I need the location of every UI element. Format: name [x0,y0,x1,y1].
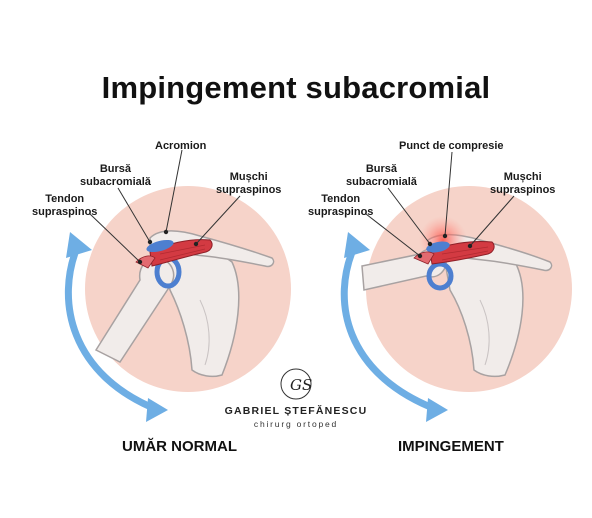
rotation-arrow-icon [64,241,162,414]
bursa [146,239,174,253]
label-tendon: Tendon supraspinos [32,193,98,218]
rotation-arrow-icon [340,241,442,414]
label-muscle: Mușchi supraspinos [490,171,556,196]
arrow-head-bottom [146,398,168,422]
arrow-head-top [66,232,92,258]
arrow-head-top [344,232,370,258]
svg-text:GS: GS [290,376,312,394]
label-muscle: Mușchi supraspinos [216,171,282,196]
arrow-head-bottom [426,398,448,422]
label-bursa: Bursă subacromială [80,163,151,188]
page-title: Impingement subacromial [101,70,491,105]
caption-normal: UMĂR NORMAL [122,438,237,455]
logo-name: GABRIEL ȘTEFĂNESCU [224,405,368,417]
label-tendon: Tendon supraspinos [308,193,374,218]
impingement-shoulder [340,151,572,422]
label-acromion: Acromion [155,140,207,152]
logo-monogram-icon: GS [280,368,312,400]
logo-subtitle: chirurg ortoped [253,419,339,429]
label-bursa: Bursă subacromială [346,163,417,188]
glenoid-ring [426,261,454,291]
normal-shoulder [64,149,291,422]
label-compression-point: Punct de compresie [399,140,504,152]
caption-impingement: IMPINGEMENT [398,438,504,455]
